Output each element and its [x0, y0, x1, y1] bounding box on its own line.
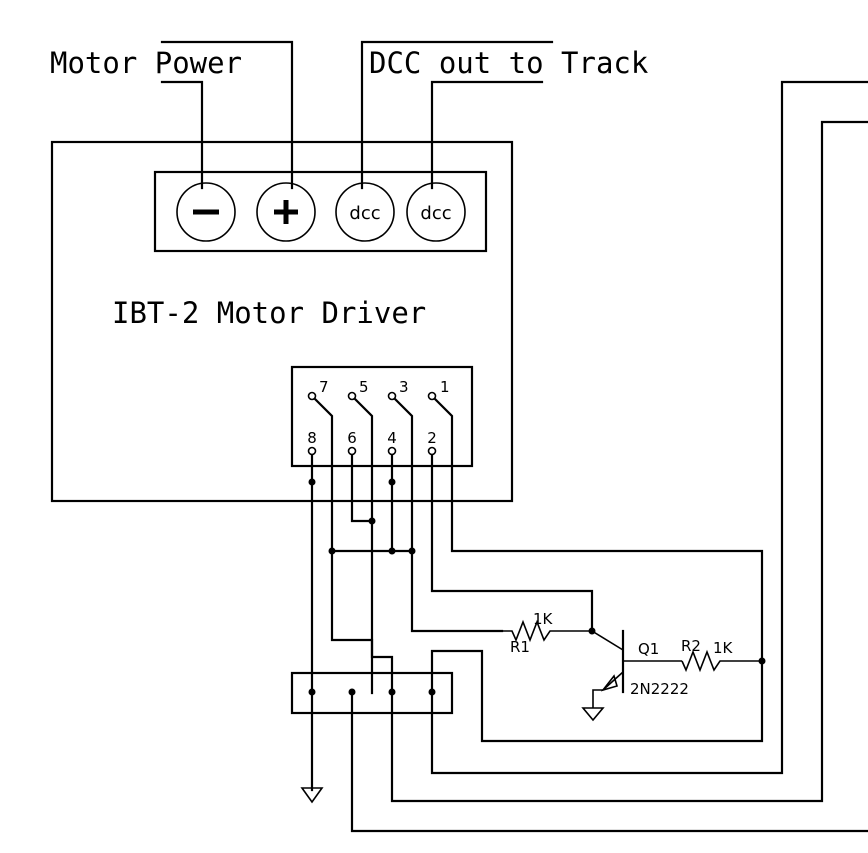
pin-label-5: 5 [359, 378, 369, 396]
q1-ref: Q1 [638, 640, 659, 658]
pin-label-8: 8 [307, 429, 317, 447]
svg-text:dcc: dcc [349, 203, 380, 224]
terminal-dcc-1: dcc [335, 182, 395, 242]
junction-dots [308, 478, 766, 665]
dcc-out-label: DCC out to Track [369, 46, 649, 80]
resistor-r1 [502, 619, 592, 643]
pin-label-1: 1 [440, 378, 450, 396]
pin-label-3: 3 [399, 378, 409, 396]
motor-driver-box [50, 140, 514, 503]
track-wires [350, 80, 868, 833]
dcc-leaders [360, 40, 554, 190]
ground-icon [300, 787, 324, 804]
terminal-block [153, 170, 488, 253]
terminal-minus [176, 182, 236, 242]
pin-label-2: 2 [427, 429, 437, 447]
pin-header [290, 365, 474, 468]
r2-ref: R2 [681, 637, 701, 655]
r1-value: 1K [533, 610, 554, 628]
svg-text:dcc: dcc [420, 203, 451, 224]
connector-4pin [290, 671, 454, 715]
r1-ref: R1 [510, 638, 530, 656]
resistor-r2 [681, 649, 762, 673]
pin-label-6: 6 [347, 429, 357, 447]
r2-value: 1K [713, 639, 734, 657]
terminal-plus [256, 182, 316, 242]
terminal-dcc-2: dcc [406, 182, 466, 242]
transistor-q1 [581, 629, 682, 722]
pin-label-7: 7 [319, 378, 329, 396]
motor-power-label: Motor Power [50, 46, 242, 80]
pin-header-pins [307, 391, 764, 792]
driver-title: IBT-2 Motor Driver [112, 296, 426, 330]
motor-power-leaders [160, 40, 294, 190]
ground-icon [581, 707, 605, 722]
q1-part: 2N2222 [630, 680, 689, 698]
pin-label-4: 4 [387, 429, 397, 447]
